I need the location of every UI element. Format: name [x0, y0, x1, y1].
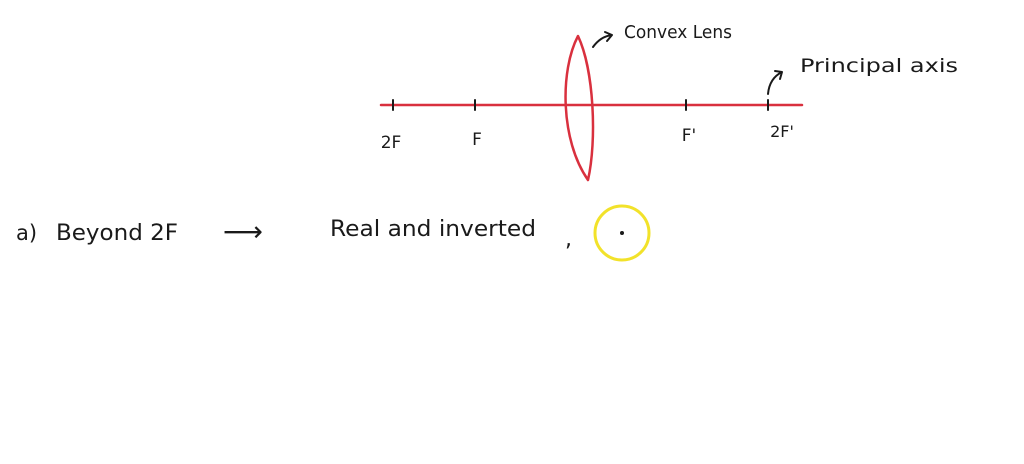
axis-pointer-arrow-icon	[767, 70, 783, 95]
condition-text: Beyond 2F	[56, 221, 178, 246]
lens-label: Convex Lens	[624, 22, 732, 43]
convex-lens-shape	[564, 34, 595, 182]
cursor-highlight-icon	[593, 204, 651, 262]
label-f: F	[472, 130, 482, 150]
label-2f: 2F	[381, 133, 402, 153]
item-marker: a)	[16, 221, 37, 245]
result-text: Real and inverted	[330, 217, 536, 242]
axis-label: Principal axis	[800, 55, 958, 77]
label-2f-prime: 2F'	[770, 122, 794, 141]
lens-pointer-arrow-icon	[592, 31, 613, 48]
result-separator: ,	[565, 227, 572, 252]
implies-arrow: ⟶	[223, 215, 263, 248]
label-f-prime: F'	[682, 126, 696, 146]
axis-ticks	[392, 99, 769, 111]
